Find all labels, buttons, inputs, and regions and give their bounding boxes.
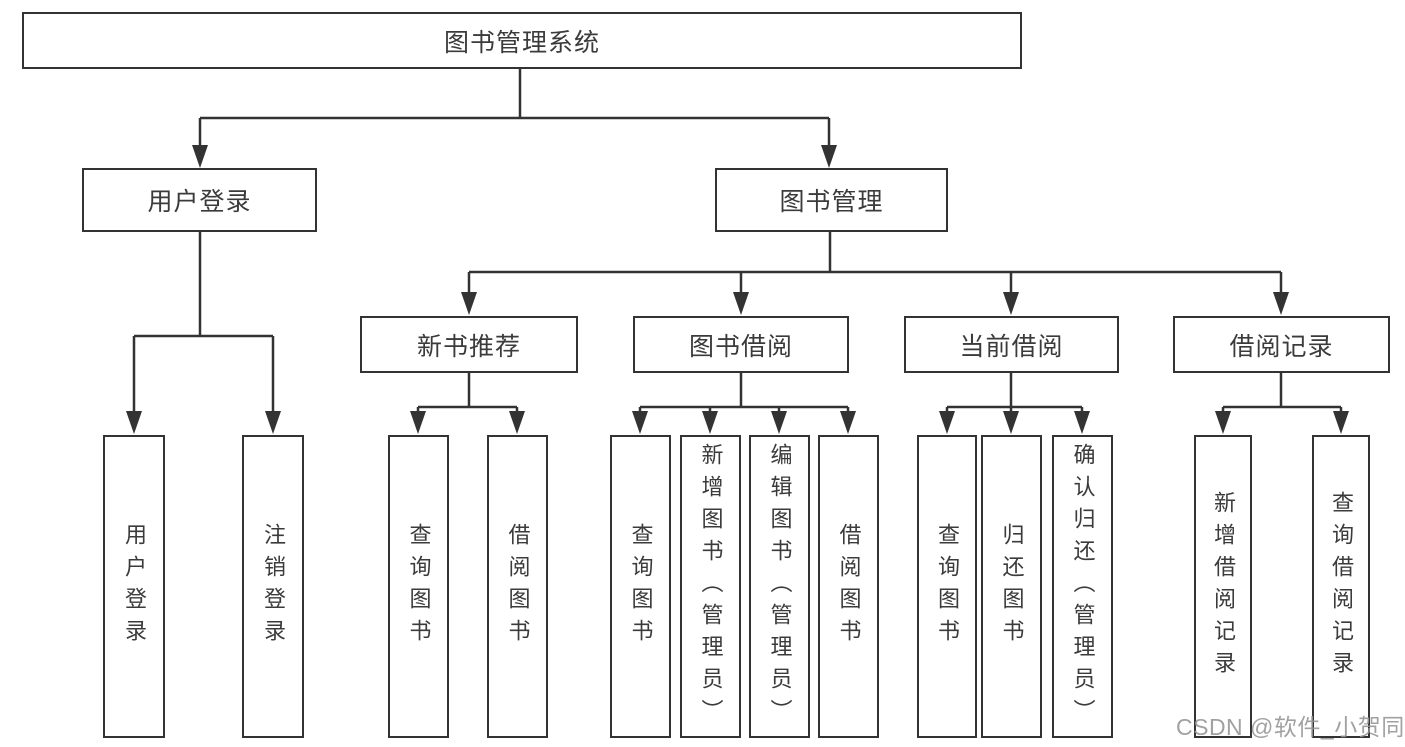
leaf-query-books-3: 查询图书 bbox=[917, 435, 977, 738]
node-new-book-recommend-label: 新书推荐 bbox=[416, 332, 521, 361]
leaf-borrow-books-2: 借阅图书 bbox=[818, 435, 879, 738]
node-book-management-label: 图书管理 bbox=[779, 188, 884, 216]
node-book-borrowing: 图书借阅 bbox=[633, 316, 849, 373]
leaf-query-books-1: 查询图书 bbox=[388, 435, 449, 738]
arrowheads bbox=[126, 145, 1349, 434]
leaf-query-borrow-record-label: 查询借阅记录 bbox=[1329, 490, 1354, 683]
leaf-user-login-label: 用户登录 bbox=[122, 522, 147, 651]
node-borrowing-records-label: 借阅记录 bbox=[1229, 332, 1334, 361]
leaf-borrow-books-1-label: 借阅图书 bbox=[505, 522, 531, 651]
leaf-query-books-1-label: 查询图书 bbox=[406, 522, 432, 651]
leaf-query-books-2-label: 查询图书 bbox=[628, 522, 654, 651]
leaf-edit-books-admin-label: 编辑图书（管理员） bbox=[767, 442, 793, 731]
leaf-add-books-admin: 新增图书（管理员） bbox=[680, 435, 741, 738]
leaf-borrow-books-1: 借阅图书 bbox=[487, 435, 548, 738]
leaf-logout-label: 注销登录 bbox=[261, 522, 286, 651]
leaf-add-books-admin-label: 新增图书（管理员） bbox=[698, 442, 724, 731]
leaf-query-borrow-record: 查询借阅记录 bbox=[1312, 435, 1370, 738]
node-book-borrowing-label: 图书借阅 bbox=[688, 332, 793, 361]
node-user-login-label: 用户登录 bbox=[147, 188, 252, 216]
node-current-borrowing: 当前借阅 bbox=[904, 316, 1119, 373]
leaf-logout: 注销登录 bbox=[242, 435, 304, 738]
leaf-add-borrow-record-label: 新增借阅记录 bbox=[1211, 490, 1236, 683]
node-book-management: 图书管理 bbox=[715, 168, 948, 232]
leaf-edit-books-admin: 编辑图书（管理员） bbox=[749, 435, 810, 738]
leaf-add-borrow-record: 新增借阅记录 bbox=[1194, 435, 1252, 738]
leaf-borrow-books-2-label: 借阅图书 bbox=[836, 522, 862, 651]
node-current-borrowing-label: 当前借阅 bbox=[959, 332, 1064, 361]
node-new-book-recommend: 新书推荐 bbox=[360, 316, 578, 373]
leaf-query-books-3-label: 查询图书 bbox=[935, 522, 960, 651]
node-root-label: 图书管理系统 bbox=[443, 28, 600, 57]
leaf-query-books-2: 查询图书 bbox=[610, 435, 671, 738]
node-user-login: 用户登录 bbox=[82, 168, 317, 232]
leaf-confirm-return-admin: 确认归还（管理员） bbox=[1052, 435, 1113, 738]
leaf-return-books: 归还图书 bbox=[981, 435, 1042, 738]
leaf-user-login: 用户登录 bbox=[103, 435, 165, 738]
node-root: 图书管理系统 bbox=[22, 12, 1022, 69]
leaf-confirm-return-admin-label: 确认归还（管理员） bbox=[1070, 442, 1096, 731]
node-borrowing-records: 借阅记录 bbox=[1173, 316, 1390, 373]
leaf-return-books-label: 归还图书 bbox=[999, 522, 1025, 651]
watermark: CSDN @软件_小贺同学 bbox=[1176, 714, 1405, 740]
